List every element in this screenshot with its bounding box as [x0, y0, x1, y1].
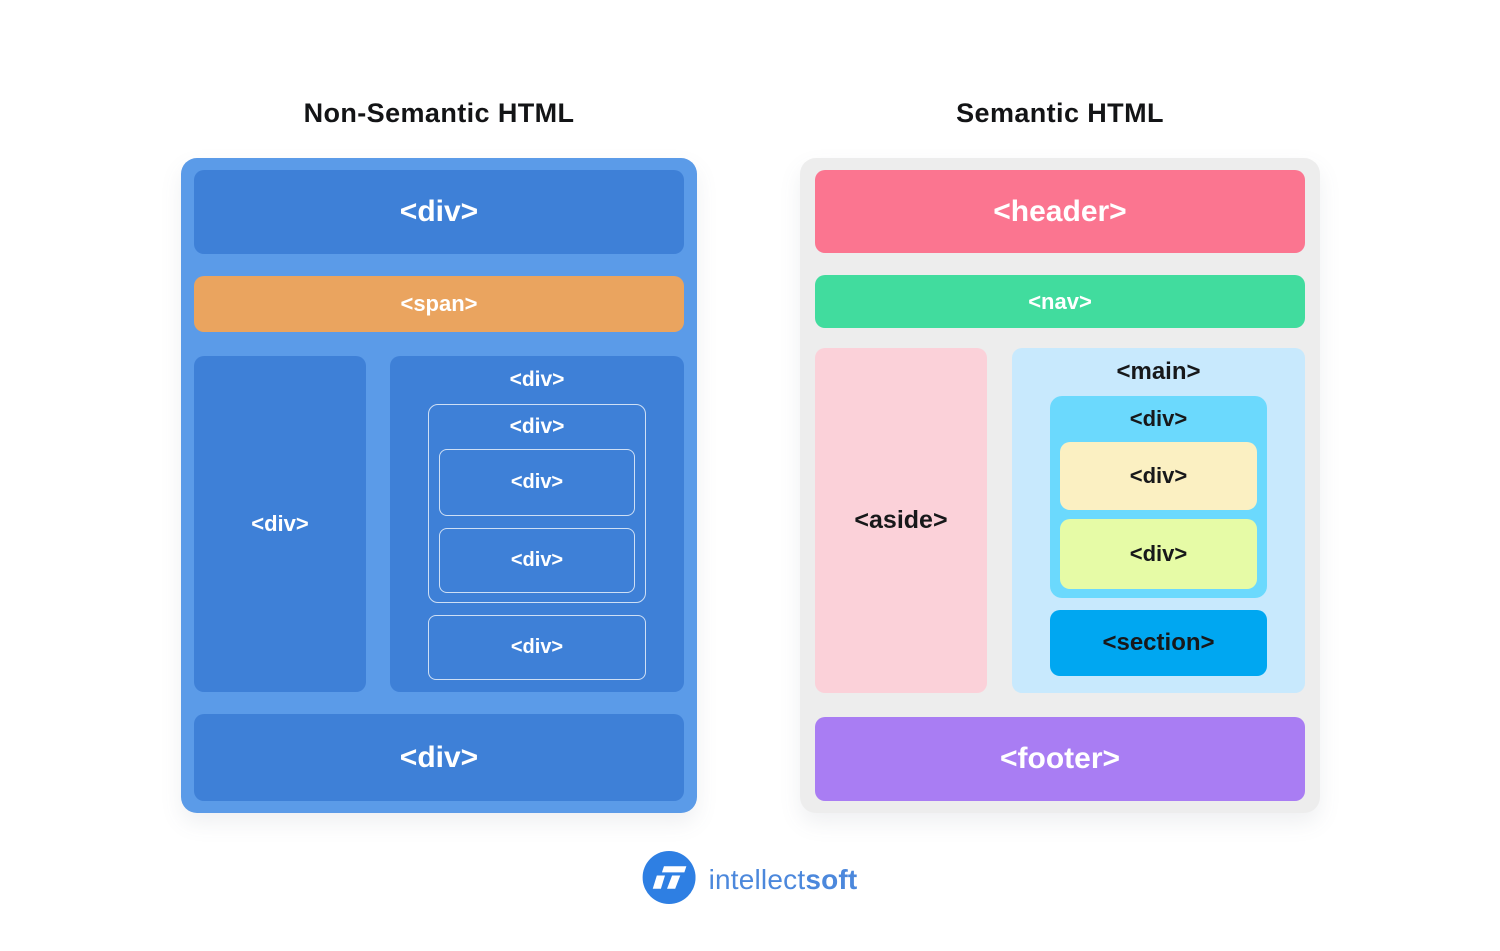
ns-nested-group-label: <div> — [509, 415, 565, 438]
non-semantic-panel: <div> <span> <div> <div> <div> <div> <di… — [181, 158, 697, 813]
ns-bottom-div-box: <div> — [194, 714, 684, 801]
semantic-title: Semantic HTML — [956, 98, 1164, 128]
semantic-header-box: <header> — [815, 170, 1305, 253]
semantic-panel: <header> <nav> <aside> <main> <div> <div… — [800, 158, 1320, 813]
semantic-main-box: <main> <div> <div> <div> <section> — [1012, 348, 1305, 693]
semantic-div-group-box: <div> <div> <div> — [1050, 396, 1267, 598]
intellectsoft-wordmark: intellectsoft — [709, 864, 858, 896]
ns-top-div-box: <div> — [194, 170, 684, 254]
semantic-nav-box: <nav> — [815, 275, 1305, 328]
semantic-aside-box: <aside> — [815, 348, 987, 693]
ns-nested-div-box: <div> — [439, 528, 635, 593]
intellectsoft-logo: intellectsoft — [642, 851, 858, 909]
semantic-section-box: <section> — [1050, 610, 1267, 676]
semantic-main-label: <main> — [1116, 358, 1201, 385]
ns-nested-div-box: <div> — [439, 449, 635, 516]
ns-span-box: <span> — [194, 276, 684, 332]
semantic-middle-row: <aside> <main> <div> <div> <div> <sectio… — [815, 348, 1305, 693]
intellectsoft-logo-icon — [642, 851, 696, 909]
wordmark-regular: intellect — [708, 864, 806, 895]
non-semantic-title: Non-Semantic HTML — [303, 98, 575, 128]
semantic-footer-box: <footer> — [815, 717, 1305, 801]
ns-middle-row: <div> <div> <div> <div> <div> <div> — [194, 356, 684, 692]
ns-content-bottom-div-box: <div> — [428, 615, 646, 680]
ns-content-div-box: <div> <div> <div> <div> <div> — [390, 356, 684, 692]
ns-sidebar-div-box: <div> — [194, 356, 366, 692]
semantic-div-group-label: <div> — [1129, 406, 1188, 431]
semantic-nested-div-box: <div> — [1060, 519, 1257, 589]
ns-content-div-label: <div> — [509, 368, 565, 391]
ns-nested-group-box: <div> <div> <div> — [428, 404, 646, 603]
semantic-nested-div-box: <div> — [1060, 442, 1257, 510]
wordmark-bold: soft — [805, 864, 858, 895]
